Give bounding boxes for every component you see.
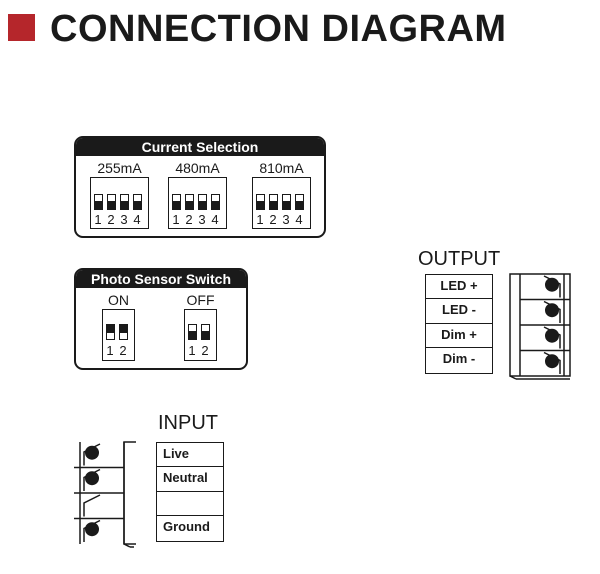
photo-sensor-switch-number: 1 [188, 343, 196, 358]
output-terminal-screw [545, 277, 559, 292]
current-selection-dip-lever [94, 194, 103, 210]
current-selection-switch-number: 3 [198, 212, 206, 227]
input-terminal-label: Live [157, 443, 223, 468]
dip-lever-knob [296, 201, 303, 209]
current-selection-switch-number: 3 [282, 212, 290, 227]
block-body [123, 441, 136, 545]
dip-lever-knob [199, 201, 206, 209]
current-selection-switch-number: 4 [211, 212, 219, 227]
current-selection-switch-number: 2 [269, 212, 277, 227]
photo-sensor-switch-number: 2 [119, 343, 127, 358]
current-selection-dip-lever [211, 194, 220, 210]
block-base [509, 375, 517, 380]
input-terminal-label: Neutral [157, 467, 223, 492]
output-terminal-screw [545, 354, 559, 369]
current-selection-switch-number: 1 [172, 212, 180, 227]
output-terminal-label: LED - [426, 299, 492, 324]
photo-sensor-dip-lever [188, 324, 197, 340]
dip-lever-knob [189, 331, 196, 339]
current-selection-dip-lever [269, 194, 278, 210]
current-selection-dip-lever [282, 194, 291, 210]
photo-sensor-group-label: ON [108, 292, 129, 308]
page-title: CONNECTION DIAGRAM [50, 8, 507, 50]
output-label: OUTPUT [418, 248, 501, 270]
block-base [123, 543, 131, 548]
current-selection-dip-lever [120, 194, 129, 210]
photo-sensor-switch-number: 1 [106, 343, 114, 358]
current-selection-dip-lever [172, 194, 181, 210]
photo-sensor-title: Photo Sensor Switch [76, 270, 246, 288]
dip-lever-knob [107, 325, 114, 333]
current-selection-dip-lever [198, 194, 207, 210]
input-terminal-block-drawing [74, 441, 136, 548]
output-terminal-label: Dim - [442, 350, 476, 366]
dip-lever-knob [120, 325, 127, 333]
current-selection-switch-number: 4 [295, 212, 303, 227]
dip-lever-knob [173, 201, 180, 209]
current-selection-dip-lever [295, 194, 304, 210]
current-selection-switch-number: 1 [256, 212, 264, 227]
dip-lever-knob [134, 201, 141, 209]
dip-lever-knob [257, 201, 264, 209]
current-selection-dip-lever [185, 194, 194, 210]
dip-lever-knob [283, 201, 290, 209]
dip-lever-knob [212, 201, 219, 209]
current-selection-switch-number: 3 [120, 212, 128, 227]
photo-sensor-group-label: OFF [186, 292, 215, 308]
photo-sensor-dip-lever [106, 324, 115, 340]
input-terminal-block [72, 440, 136, 548]
output-terminal-block-drawing [509, 273, 571, 380]
current-selection-dip-lever [256, 194, 265, 210]
current-selection-group-label: 255mA [97, 160, 142, 176]
dip-lever-knob [270, 201, 277, 209]
current-selection-switch-number: 1 [94, 212, 102, 227]
input-terminal-screw [85, 471, 99, 486]
current-selection-switch-number: 2 [185, 212, 193, 227]
block-clamp [83, 494, 101, 517]
current-selection-group-label: 480mA [175, 160, 220, 176]
input-terminal-label: Ground [163, 518, 210, 534]
title-accent-square [8, 14, 35, 41]
current-selection-switch-number: 2 [107, 212, 115, 227]
output-terminal-block [508, 272, 572, 380]
current-selection-switch-number: 4 [133, 212, 141, 227]
input-terminal-screw [85, 522, 99, 537]
output-terminal-screw [545, 328, 559, 343]
output-terminal-screw [545, 303, 559, 318]
photo-sensor-dip-lever [119, 324, 128, 340]
dip-lever-knob [108, 201, 115, 209]
current-selection-title: Current Selection [76, 138, 324, 156]
photo-sensor-switch-number: 2 [201, 343, 209, 358]
output-terminal-label: Dim + [426, 324, 492, 348]
dip-lever-knob [202, 331, 209, 339]
output-terminal-labels: LED +LED -Dim + Dim - [425, 274, 493, 374]
photo-sensor-dip-lever [201, 324, 210, 340]
current-selection-group-label: 810mA [259, 160, 304, 176]
input-terminal-screw [85, 445, 99, 460]
output-terminal-label: LED + [426, 275, 492, 300]
current-selection-dip-lever [133, 194, 142, 210]
dip-lever-knob [95, 201, 102, 209]
dip-lever-knob [121, 201, 128, 209]
input-label: INPUT [158, 412, 218, 434]
current-selection-dip-lever [107, 194, 116, 210]
dip-lever-knob [186, 201, 193, 209]
input-terminal-label [157, 492, 223, 516]
